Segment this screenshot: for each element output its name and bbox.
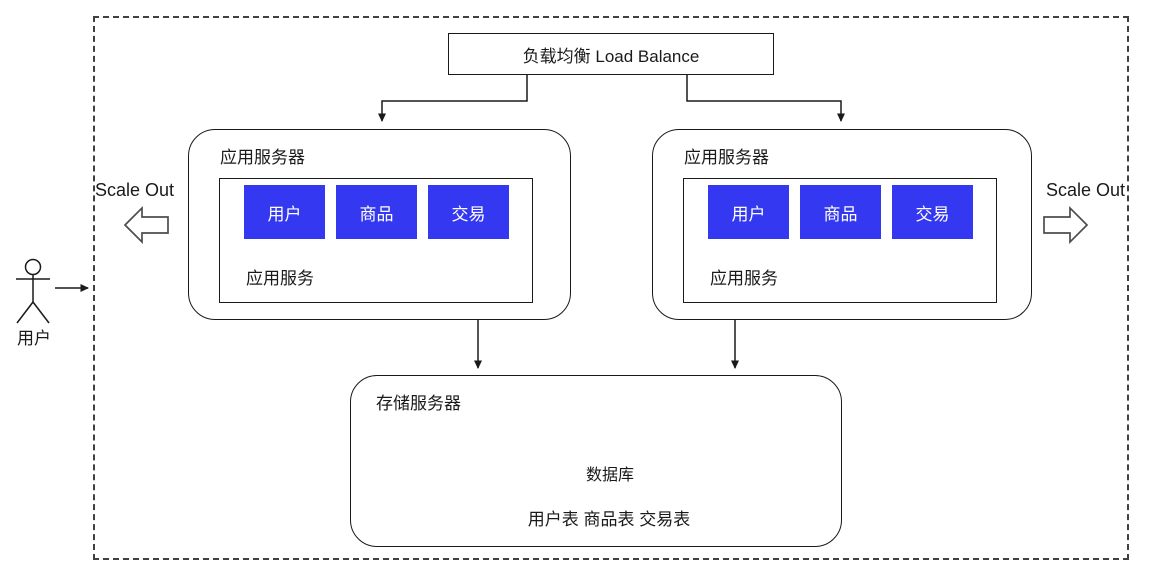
- service-row: 用户 商品 交易: [244, 185, 509, 239]
- app-service-container: 用户 商品 交易 应用服务: [219, 178, 533, 303]
- scale-out-right-label: Scale Out: [1046, 180, 1126, 200]
- app-service-label: 应用服务: [710, 269, 778, 288]
- app-server-title: 应用服务器: [684, 148, 769, 167]
- user-actor-label: 用户: [17, 329, 51, 348]
- app-service-label: 应用服务: [246, 269, 314, 288]
- service-box-product: 商品: [800, 185, 881, 239]
- load-balancer-node: 负载均衡 Load Balance: [448, 33, 774, 75]
- app-server-node-right: 应用服务器 用户 商品 交易 应用服务: [652, 129, 1032, 320]
- service-row: 用户 商品 交易: [708, 185, 973, 239]
- app-service-container: 用户 商品 交易 应用服务: [683, 178, 997, 303]
- app-server-title: 应用服务器: [220, 148, 305, 167]
- scale-out-left-label: Scale Out: [95, 180, 175, 200]
- service-box-user: 用户: [708, 185, 789, 239]
- service-box-user: 用户: [244, 185, 325, 239]
- storage-server-node: 存储服务器: [350, 375, 842, 547]
- service-box-product: 商品: [336, 185, 417, 239]
- system-boundary: [93, 16, 1129, 560]
- service-box-trade: 交易: [892, 185, 973, 239]
- service-box-trade: 交易: [428, 185, 509, 239]
- database-tables-label: 用户表 商品表 交易表: [527, 510, 691, 529]
- app-server-node-left: 应用服务器 用户 商品 交易 应用服务: [188, 129, 571, 320]
- user-actor-icon: [16, 258, 50, 324]
- database-label: 数据库: [585, 467, 634, 484]
- load-balancer-label: 负载均衡 Load Balance: [522, 46, 700, 66]
- storage-server-title: 存储服务器: [376, 394, 461, 413]
